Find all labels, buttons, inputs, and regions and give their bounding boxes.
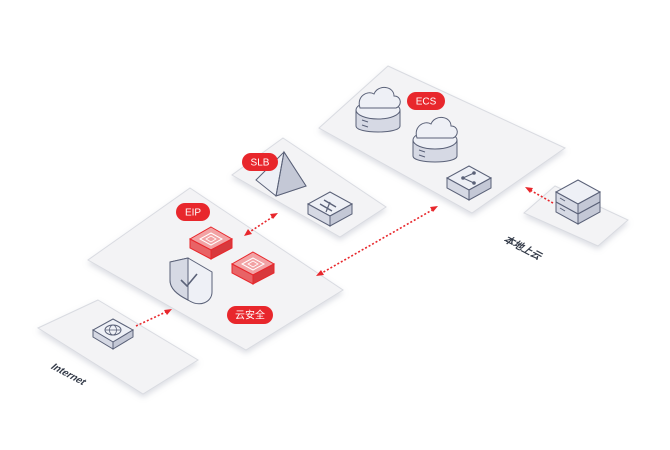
cloud-server-icon bbox=[355, 87, 401, 133]
platform-internet bbox=[36, 299, 199, 395]
prism-icon bbox=[255, 150, 307, 197]
cloud-security-label: 云安全 bbox=[227, 306, 273, 324]
slb-label: SLB bbox=[242, 153, 278, 171]
chip-icon bbox=[230, 251, 276, 285]
shield-icon bbox=[169, 257, 213, 305]
connector-onprem-ecs bbox=[525, 187, 554, 204]
svg-text:ECS: ECS bbox=[416, 97, 437, 108]
on-prem-label: 本地上云 bbox=[501, 234, 546, 262]
connector-internet-to-security bbox=[135, 309, 172, 327]
server-stack-icon bbox=[554, 179, 602, 225]
svg-text:SLB: SLB bbox=[251, 158, 270, 169]
platform-security bbox=[87, 187, 344, 351]
chip-icon bbox=[188, 226, 234, 260]
globe-icon bbox=[91, 318, 135, 350]
router-share-icon bbox=[445, 165, 493, 201]
eip-label: EIP bbox=[176, 203, 210, 221]
svg-text:EIP: EIP bbox=[185, 208, 201, 219]
cloud-server-icon bbox=[412, 117, 458, 163]
svg-text:云安全: 云安全 bbox=[235, 309, 265, 322]
connector-security-ecs bbox=[316, 206, 438, 276]
network-switch-icon bbox=[306, 191, 354, 227]
connector-eip-slb bbox=[244, 213, 278, 236]
internet-label: Internet bbox=[48, 362, 89, 387]
ecs-label: ECS bbox=[407, 92, 445, 110]
